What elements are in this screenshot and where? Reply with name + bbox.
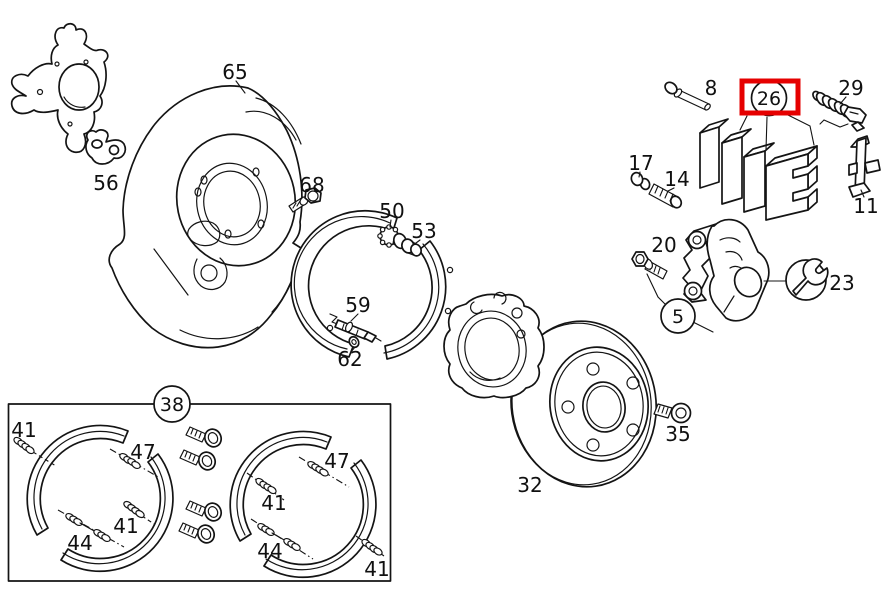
callout-26-highlighted[interactable]: 26 [739, 78, 801, 117]
part-label-5: 5 [672, 306, 684, 328]
leader-lines [235, 80, 865, 353]
pad-guide-pin [664, 81, 711, 111]
bleeder-cap [630, 171, 651, 191]
part-label-29[interactable]: 29 [838, 76, 863, 100]
disc-set-screw [653, 402, 692, 424]
part-label-35[interactable]: 35 [665, 422, 690, 446]
adjuster-bushing [348, 335, 360, 349]
part-label-50[interactable]: 50 [379, 199, 404, 223]
part-label-41-d[interactable]: 41 [364, 557, 389, 581]
part-label-47-b[interactable]: 47 [324, 449, 349, 473]
callout-23[interactable] [785, 258, 829, 301]
brake-disc [510, 320, 658, 488]
parking-brake-shoes [290, 209, 454, 360]
shoe-kit-inset: 38 [7, 385, 392, 582]
part-label-23[interactable]: 23 [829, 271, 854, 295]
kit-springs [13, 436, 385, 560]
kit-bolts [178, 426, 223, 544]
part-label-8[interactable]: 8 [705, 76, 718, 100]
callout-38[interactable]: 38 [153, 385, 191, 423]
callout-5[interactable]: 5 [660, 298, 696, 334]
pad-retaining-clip [848, 135, 881, 198]
kit-shoe-set-right [229, 430, 377, 579]
caliper-bolt [631, 251, 668, 280]
bleeder-valve [648, 183, 683, 209]
wheel-hub [443, 291, 545, 399]
part-label-38: 38 [160, 394, 184, 416]
part-label-44-a[interactable]: 44 [67, 531, 92, 555]
part-label-26: 26 [757, 88, 781, 110]
part-label-65[interactable]: 65 [222, 60, 247, 84]
part-label-41-b[interactable]: 41 [113, 514, 138, 538]
part-label-41-a[interactable]: 41 [11, 418, 36, 442]
part-label-44-b[interactable]: 44 [257, 539, 282, 563]
brake-caliper [682, 218, 770, 322]
part-label-20[interactable]: 20 [651, 233, 676, 257]
pad-retaining-spring [812, 90, 867, 132]
steering-knuckle [10, 22, 109, 154]
expander-sleeve [401, 238, 422, 257]
highlight-box [739, 78, 801, 116]
part-label-47-a[interactable]: 47 [130, 440, 155, 464]
part-label-59[interactable]: 59 [345, 293, 370, 317]
part-label-11[interactable]: 11 [853, 194, 878, 218]
cable-bracket [85, 129, 127, 165]
shoe-expander [377, 224, 408, 250]
part-label-32[interactable]: 32 [517, 473, 542, 497]
part-label-17[interactable]: 17 [628, 151, 653, 175]
part-label-41-c[interactable]: 41 [261, 491, 286, 515]
part-label-14[interactable]: 14 [664, 167, 689, 191]
brake-pad-set [699, 118, 818, 221]
shoe-adjuster [329, 313, 382, 343]
wrench-icon [792, 258, 829, 296]
part-label-53[interactable]: 53 [411, 219, 436, 243]
part-label-68[interactable]: 68 [299, 173, 324, 197]
brake-backing-plate [108, 85, 303, 349]
kit-shoe-set-left [26, 424, 174, 573]
part-label-56[interactable]: 56 [93, 171, 118, 195]
number-callouts: 56 65 68 50 53 59 62 32 35 8 29 11 17 14… [11, 60, 878, 581]
part-label-62[interactable]: 62 [337, 347, 362, 371]
plate-bolt [288, 187, 322, 213]
